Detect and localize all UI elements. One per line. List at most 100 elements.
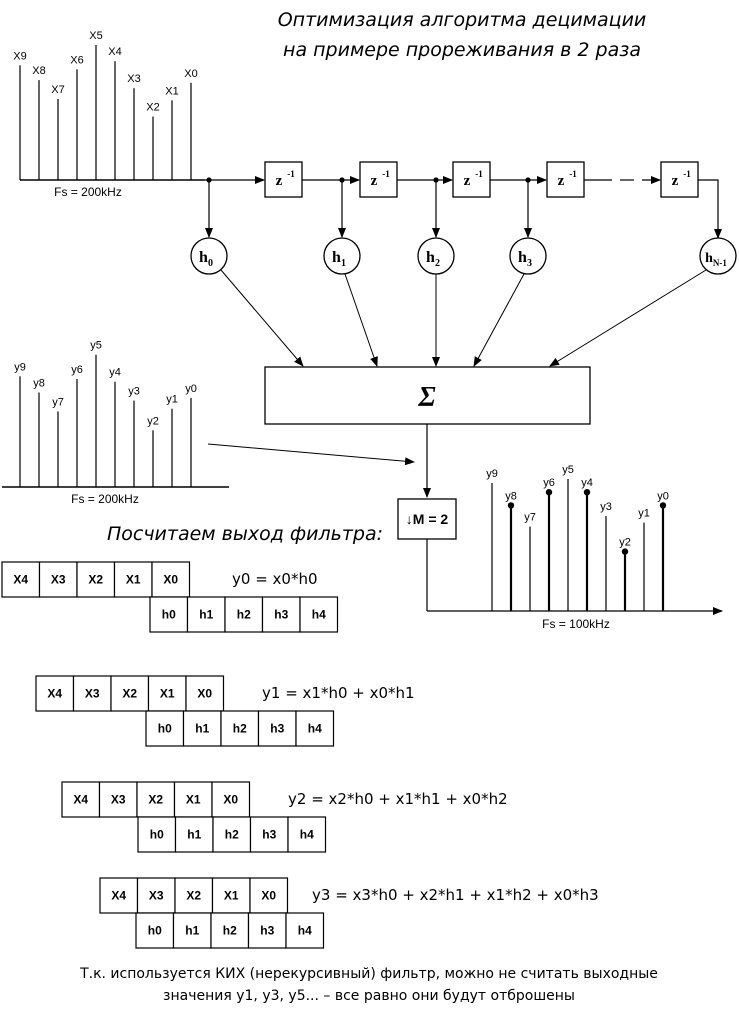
delay-z: z bbox=[464, 173, 471, 189]
x-cell bbox=[113, 561, 153, 598]
stem-label: y1 bbox=[166, 394, 178, 406]
x-cell-label: X1 bbox=[160, 687, 175, 701]
coef-base: h bbox=[332, 249, 341, 266]
x-cell bbox=[76, 561, 116, 598]
svg-text:hN-1: hN-1 bbox=[705, 251, 727, 268]
stem-label: y4 bbox=[581, 477, 593, 489]
x-cell bbox=[72, 675, 112, 712]
h-cell bbox=[287, 816, 327, 853]
kept-sample-dot bbox=[583, 489, 591, 496]
h-cell bbox=[182, 710, 222, 747]
coefficient-h2: h2 bbox=[417, 237, 455, 275]
stem-label: y0 bbox=[657, 490, 669, 502]
h-cell-label: h4 bbox=[300, 828, 314, 842]
delay-block: z -1 bbox=[359, 161, 398, 198]
stem-label: y8 bbox=[505, 490, 517, 502]
stem-label: X9 bbox=[13, 50, 26, 62]
output-fs-label: Fs = 200kHz bbox=[71, 492, 139, 506]
x-cell-label: X0 bbox=[197, 687, 212, 701]
equivalence-arrow bbox=[207, 443, 415, 466]
title-line-1: Оптимизация алгоритма децимации bbox=[278, 9, 647, 31]
stem-label: y9 bbox=[486, 468, 498, 480]
x-cell-label: X2 bbox=[148, 793, 163, 807]
h-cell bbox=[186, 596, 226, 633]
sum-inputs bbox=[220, 269, 707, 367]
stem-label: y5 bbox=[562, 464, 574, 476]
delay-block: z -1 bbox=[264, 161, 303, 198]
stem-label: y9 bbox=[14, 361, 26, 373]
x-cell-label: X4 bbox=[111, 889, 126, 903]
equation-3: y3 = x3*h0 + x2*h1 + x1*h2 + x0*h3 bbox=[312, 886, 599, 904]
h-cell bbox=[212, 816, 252, 853]
svg-text:h1: h1 bbox=[332, 249, 346, 269]
delay-exponent: -1 bbox=[683, 169, 691, 179]
coefficient-hN-1: hN-1 bbox=[699, 237, 737, 275]
h-cell bbox=[145, 710, 185, 747]
stem-label: X6 bbox=[70, 54, 83, 66]
h-cell bbox=[299, 596, 339, 633]
decimator-block: ↓M = 2 bbox=[397, 498, 457, 540]
kept-sample-dot bbox=[545, 489, 553, 496]
x-cell-label: X1 bbox=[126, 573, 141, 587]
h-cell-label: h0 bbox=[158, 722, 172, 736]
h-cell-label: h3 bbox=[260, 924, 274, 938]
footnote-line-2: значения y1, y3, y5... – все равно они б… bbox=[163, 988, 575, 1004]
coef-base: h bbox=[426, 249, 435, 266]
h-cell-label: h0 bbox=[162, 608, 176, 622]
stem-label: y6 bbox=[71, 364, 83, 376]
delay-z: z bbox=[558, 173, 565, 189]
h-cell-label: h2 bbox=[225, 828, 239, 842]
stem-label: y4 bbox=[109, 367, 121, 379]
delay-z: z bbox=[276, 173, 283, 189]
x-cell bbox=[249, 877, 289, 914]
stem-label: X3 bbox=[127, 73, 140, 85]
h-cell bbox=[172, 912, 212, 949]
stem-label: y1 bbox=[638, 508, 650, 520]
x-cell-label: X1 bbox=[186, 793, 201, 807]
x-cell-label: X0 bbox=[223, 793, 238, 807]
coefficient-taps: h0 h1 h2 h3 hN-1 bbox=[190, 237, 737, 275]
x-cell-label: X2 bbox=[88, 573, 103, 587]
stem-label: y5 bbox=[90, 340, 102, 352]
h-cell-label: h1 bbox=[187, 828, 201, 842]
delay-line: z -1 z -1 z -1 z -1 z -1 bbox=[205, 161, 722, 239]
h-cell-label: h0 bbox=[148, 924, 162, 938]
h-cell bbox=[285, 912, 325, 949]
x-cell bbox=[110, 675, 150, 712]
stem-label: X7 bbox=[51, 84, 64, 96]
stem-label: y3 bbox=[128, 386, 140, 398]
x-cell-label: X3 bbox=[149, 889, 164, 903]
coef-sub: 0 bbox=[208, 258, 213, 269]
coef-base: h bbox=[518, 249, 527, 266]
coefficient-h3: h3 bbox=[509, 237, 547, 275]
coef-base: h bbox=[705, 251, 713, 266]
compute-heading: Посчитаем выход фильтра: bbox=[107, 523, 383, 545]
x-cell-label: X2 bbox=[122, 687, 137, 701]
decimator-label: ↓M = 2 bbox=[406, 511, 449, 527]
kept-sample-dot bbox=[659, 502, 667, 509]
h-cell-label: h3 bbox=[274, 608, 288, 622]
coef-sub: 3 bbox=[527, 258, 532, 269]
delay-exponent: -1 bbox=[382, 169, 390, 179]
equation-1: y1 = x1*h0 + x0*h1 bbox=[262, 684, 415, 702]
stem-label: y3 bbox=[600, 501, 612, 513]
stem-label: X5 bbox=[89, 30, 102, 42]
delay-block: z -1 bbox=[660, 161, 699, 198]
kept-sample-dot bbox=[507, 502, 515, 509]
h-cell bbox=[220, 710, 260, 747]
stem-label: y0 bbox=[185, 383, 197, 395]
h-cell-label: h2 bbox=[237, 608, 251, 622]
coef-sub: 1 bbox=[341, 258, 346, 269]
decimated-fs-label: Fs = 100kHz bbox=[542, 617, 610, 631]
h-cell bbox=[224, 596, 264, 633]
svg-text:h2: h2 bbox=[426, 249, 440, 269]
x-cell-label: X3 bbox=[111, 793, 126, 807]
